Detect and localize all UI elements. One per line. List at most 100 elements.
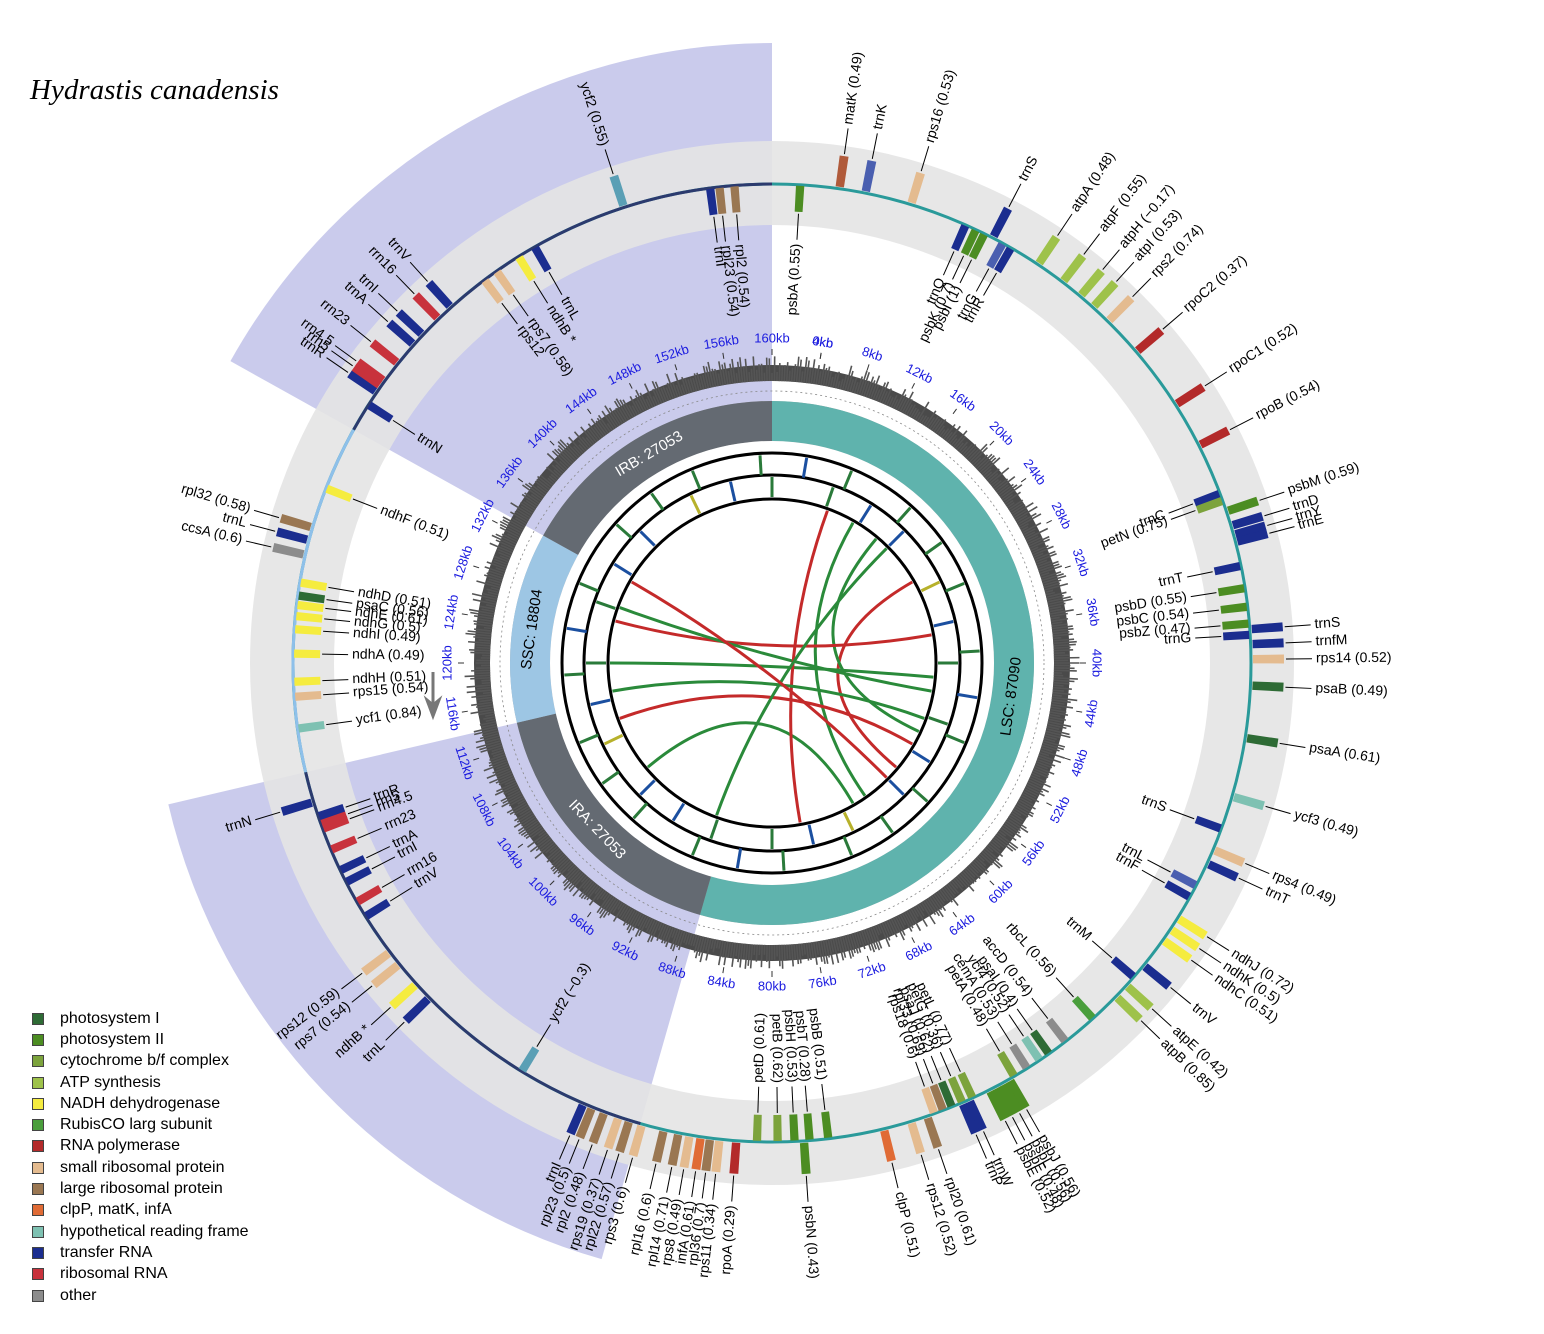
gc-bar [946, 425, 961, 443]
gene-leader [326, 720, 353, 726]
gc-bar [872, 925, 883, 949]
gc-bar [601, 410, 615, 430]
gc-bar [793, 944, 797, 960]
gc-bar [1053, 669, 1077, 672]
gc-bar [617, 901, 624, 910]
gene-block [609, 174, 628, 207]
gc-bar [481, 608, 495, 613]
gene-leader [533, 280, 549, 304]
legend-item: hypothetical reading frame [32, 1221, 249, 1242]
gene-leader [666, 1167, 673, 1193]
gc-bar [715, 939, 719, 949]
gc-bar [516, 811, 534, 823]
gc-bar [735, 942, 739, 957]
gc-bar [1009, 502, 1024, 513]
gc-bar [1049, 711, 1069, 716]
gene-block [297, 721, 325, 733]
gc-bar [817, 371, 822, 385]
repeat-mark [615, 523, 633, 540]
gene-block [364, 898, 391, 920]
gc-bar [748, 372, 751, 382]
direction-arrow-icon [423, 672, 443, 721]
gene-block [691, 1138, 705, 1170]
gc-bar [1034, 763, 1048, 770]
gc-bar [674, 372, 684, 396]
gc-bar [970, 861, 983, 874]
gc-bar [665, 387, 672, 401]
gc-bar [1046, 728, 1070, 736]
gene-block [960, 228, 980, 256]
gc-bar [486, 580, 502, 587]
gene-block [367, 401, 394, 423]
gc-bar [647, 919, 656, 935]
repeat-mark [691, 470, 702, 490]
gc-bar [753, 944, 756, 955]
gc-bar [998, 483, 1014, 496]
gc-bar [507, 533, 519, 541]
gene-block [1231, 512, 1264, 530]
tick-mark [722, 352, 725, 359]
repeat-mark [920, 580, 941, 593]
gc-bar [1046, 591, 1067, 598]
legend-label: RubisCO larg subunit [60, 1116, 213, 1134]
gene-leader [805, 1175, 809, 1202]
gc-bar [500, 544, 514, 552]
gc-bar [1006, 501, 1015, 509]
gc-bar [486, 767, 511, 779]
gc-bar [646, 920, 659, 943]
gc-bar [599, 896, 615, 919]
gc-bar [698, 936, 705, 957]
gc-bar [559, 439, 579, 459]
gene-leader [536, 1024, 551, 1047]
gc-bar [687, 379, 693, 393]
gc-bar [537, 475, 552, 489]
gc-bar [1052, 691, 1071, 696]
gc-bar [1046, 725, 1060, 731]
gene-leader [975, 1134, 987, 1159]
gene-leader [328, 586, 355, 593]
repeat-mark [858, 504, 873, 524]
gene-leader [371, 856, 396, 870]
gc-bar [944, 884, 956, 898]
gc-bar [470, 611, 494, 618]
tick-mark [549, 440, 555, 446]
gene-leader [821, 1084, 826, 1110]
gene-leader [345, 798, 371, 808]
legend-swatch [32, 1183, 44, 1196]
gc-bar [557, 445, 575, 463]
gene-leader [323, 692, 350, 696]
gc-bar [918, 903, 925, 912]
gene-leader [604, 149, 614, 175]
gc-bar [781, 366, 784, 382]
gc-bar [944, 431, 953, 442]
gene-label: trnN [223, 812, 253, 835]
gene-block [966, 1099, 987, 1132]
gc-bar [865, 928, 876, 953]
repeat-mark [825, 486, 835, 507]
gc-bar [689, 377, 696, 393]
gc-bar [513, 813, 535, 828]
gene-leader [326, 599, 353, 604]
gene-label: psbZ (0.47) [1118, 619, 1191, 641]
gc-bar [602, 892, 609, 901]
gene-label: trnV [1190, 999, 1221, 1028]
gc-bar [549, 845, 559, 854]
legend-item: clpP, matK, infA [32, 1200, 249, 1221]
gc-bar [659, 924, 668, 940]
gc-bar [555, 464, 565, 474]
gc-bar [1005, 820, 1021, 832]
gene-leader [691, 1171, 697, 1198]
gc-bar [1027, 536, 1043, 545]
gc-bar [590, 418, 605, 437]
gc-bar [846, 370, 854, 392]
gc-bar [905, 910, 916, 926]
gene-block [1252, 638, 1284, 649]
gc-bar [817, 941, 823, 962]
gc-bar [711, 368, 717, 387]
gc-bar [521, 815, 536, 827]
gc-bar [718, 940, 722, 949]
gene-block [1142, 963, 1172, 990]
gc-bar [729, 942, 734, 958]
gene-leader [1245, 862, 1270, 875]
gc-bar [634, 395, 645, 413]
